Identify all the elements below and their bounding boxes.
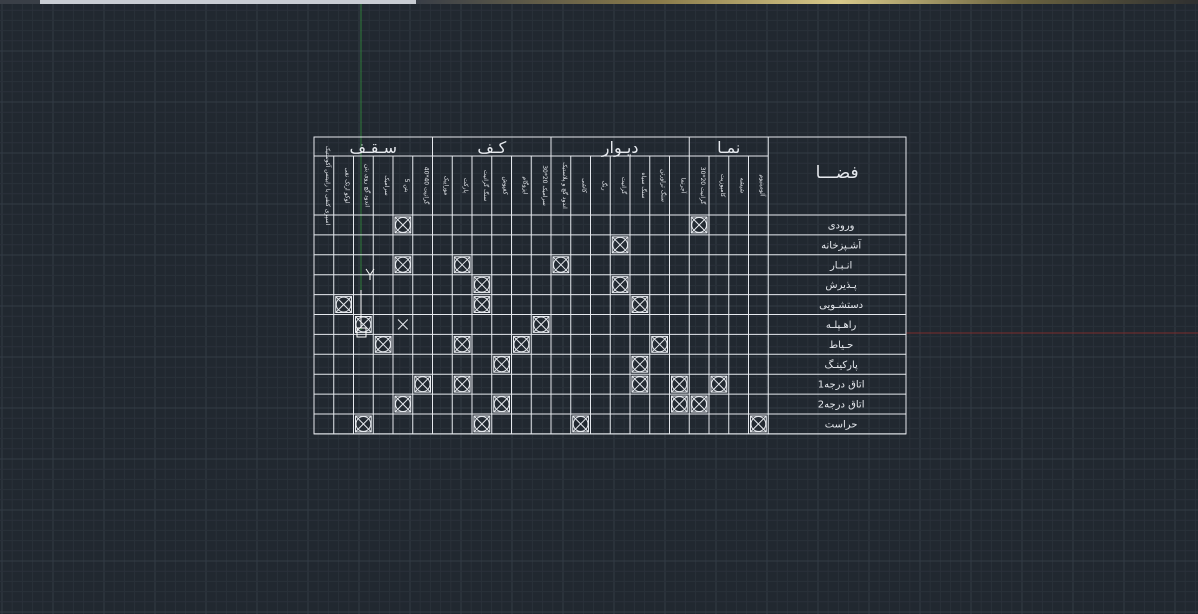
- column-header: رنگ: [600, 181, 608, 191]
- cell-mark-icon: [414, 375, 431, 393]
- cell-mark-icon: [671, 395, 688, 413]
- cell-mark-icon: [710, 375, 728, 393]
- drawing-tab-strip[interactable]: [40, 0, 416, 4]
- cell-mark-icon: [394, 395, 412, 413]
- cell-mark-icon: [671, 375, 688, 393]
- column-header: موزاییک: [442, 176, 449, 196]
- column-header: آلومینیوم: [758, 174, 767, 196]
- cell-mark-icon: [690, 216, 708, 234]
- cell-mark-icon: [532, 316, 550, 333]
- cell-mark-icon: [631, 296, 649, 314]
- row-label: پارکینـگ: [824, 359, 858, 371]
- column-header: اسپری کنفی با رابیتس آکوستیک: [324, 146, 333, 226]
- group-header-3: نمـا: [717, 138, 740, 157]
- column-header: اندود گچ و پلاستیک: [561, 162, 569, 209]
- column-header: سنگ سیاه: [640, 173, 648, 199]
- column-header: سنگ گرانیت: [482, 170, 490, 201]
- cell-mark-icon: [631, 375, 649, 393]
- cell-mark-icon: [513, 335, 530, 353]
- column-header: گرانیت 40*40: [423, 167, 431, 205]
- cell-mark-icon: [611, 276, 629, 294]
- group-header-1: کـف: [477, 138, 506, 157]
- cell-mark-icon: [572, 415, 589, 433]
- column-header: لوکو ارتک نقی: [344, 167, 351, 203]
- cell-mark-icon: [453, 256, 471, 274]
- cell-mark-icon: [473, 415, 491, 433]
- row-label: حـیاط: [829, 340, 853, 351]
- cell-mark-icon: [493, 395, 510, 413]
- space-header: فضـــا: [816, 163, 859, 183]
- column-header: پارکت: [462, 178, 469, 193]
- cell-mark-icon: [355, 415, 372, 433]
- cell-mark-icon: [473, 276, 491, 294]
- cell-mark-icon: [453, 375, 471, 393]
- row-label: اتاق درجه1: [818, 380, 865, 391]
- cell-mark-icon: [493, 355, 510, 373]
- column-header: کفپوش: [502, 176, 509, 194]
- row-label: انـبـار: [829, 260, 852, 271]
- row-label: ورودی: [828, 221, 855, 232]
- row-label: راهـپلـه: [826, 320, 857, 331]
- cell-mark-icon: [355, 316, 372, 333]
- row-label: دستشـویی: [819, 300, 863, 311]
- cell-mark-icon: [394, 256, 412, 274]
- cell-mark-icon: [750, 415, 767, 433]
- row-label: آشـپزخانه: [821, 238, 862, 251]
- cell-mark-icon: [631, 355, 649, 373]
- cell-mark-icon: [651, 335, 668, 353]
- column-header: گرانیت: [620, 177, 628, 194]
- cell-mark-icon: [374, 335, 392, 353]
- row-label: پـذیرش: [825, 280, 857, 291]
- cad-crosshair-cursor-icon: [356, 268, 375, 338]
- group-header-0: سـقـف: [350, 138, 397, 157]
- column-header: اندود گچ روی بتن: [363, 164, 371, 207]
- column-header: کامپوزیت: [719, 174, 726, 197]
- row-label: حراست: [825, 420, 858, 431]
- column-header: سرامیک 20*30: [541, 165, 548, 206]
- cell-mark-icon: [690, 395, 708, 413]
- cell-mark-icon: [611, 236, 629, 254]
- cell-mark-icon: [473, 296, 491, 314]
- cell-mark-icon: [552, 256, 570, 274]
- cell-mark-icon: [453, 335, 471, 353]
- cell-mark-icon: [394, 216, 412, 234]
- column-header: شیشه: [739, 178, 746, 193]
- cell-mark-icon: [397, 319, 409, 330]
- cell-mark-icon: [335, 296, 352, 314]
- column-header: گرانیت 20*30: [699, 167, 707, 205]
- column-header: سرامیک: [383, 175, 390, 195]
- top-ribbon-strip: [0, 0, 1198, 4]
- column-header: ایزوگام: [521, 177, 529, 195]
- group-header-2: دیـوار: [601, 138, 639, 158]
- column-header: آجرنما: [679, 178, 688, 194]
- column-header: کاشی: [581, 178, 588, 193]
- finish-schedule-table[interactable]: سـقـف کـف دیـوار نمـا فضـــا اسپری کنفی با را…: [313, 136, 907, 435]
- row-label: اتاق درجه2: [818, 400, 865, 411]
- column-header: سنگ تراورتن: [660, 169, 668, 202]
- column-header: بتن 5: [403, 179, 410, 193]
